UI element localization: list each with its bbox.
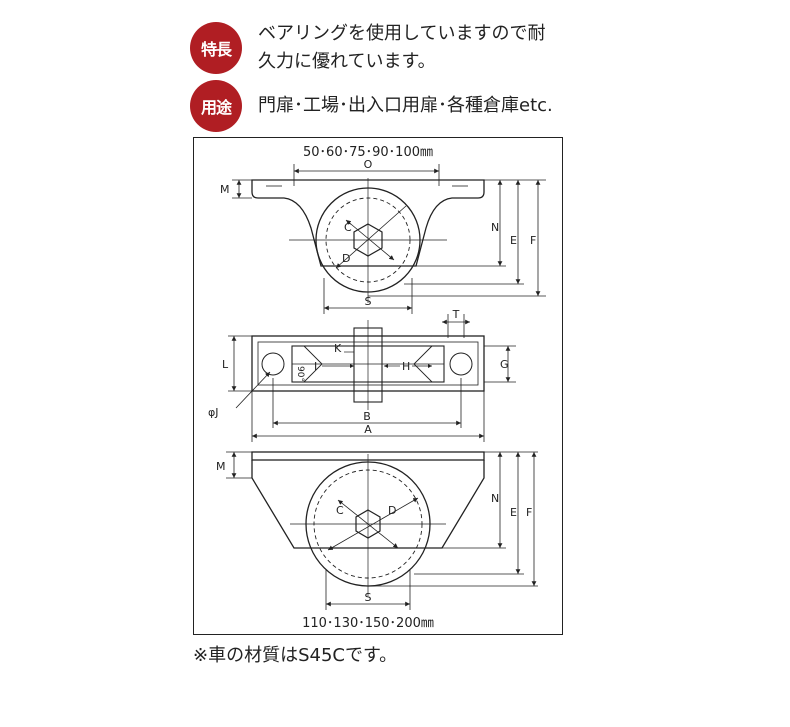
top-e-label: E [510,234,517,247]
plan-view: T L G K I [208,308,516,442]
plan-phi-j-label: φJ [208,406,219,419]
plan-t-label: T [452,308,460,321]
dim-o-label: O [364,158,373,171]
top-width-caption: 50･60･75･90･100㎜ [303,145,433,160]
plan-h-label: H [402,360,410,373]
bottom-m-label: M [216,460,226,473]
top-n-label: N [491,221,499,234]
usage-badge-label: 用途 [200,98,232,117]
usage-badge: 用途 [190,80,242,132]
technical-drawing: 50･60･75･90･100㎜ O C D [193,137,563,635]
plan-b-label: B [363,410,371,423]
usage-description: 門扉･工場･出入口用扉･各種倉庫etc. [258,95,553,116]
bottom-f-label: F [526,506,532,519]
plan-slot-right [449,352,473,376]
feature-description: ベアリングを使用していますので耐 久力に優れています。 [258,20,545,76]
feature-line-2: 久力に優れています。 [258,51,436,72]
bottom-view: C D M N E F S 110･130･150･200㎜ [216,451,538,631]
top-s-label: S [365,295,372,308]
bottom-c-label: C [336,504,344,517]
plan-k-label: K [334,342,342,355]
drawing-canvas: 50･60･75･90･100㎜ O C D [208,145,546,631]
plan-slot-left [261,352,285,376]
top-m-label: M [220,183,230,196]
plan-l-label: L [222,358,229,371]
bottom-width-caption: 110･130･150･200㎜ [302,616,434,631]
top-c-label: C [344,221,352,234]
feature-line-1: ベアリングを使用していますので耐 [258,23,546,44]
plan-i-label: I [314,360,317,373]
material-note: ※車の材質はS45Cです。 [193,645,398,666]
bottom-s-label: S [365,591,372,604]
top-f-label: F [530,234,536,247]
top-d-label: D [342,252,350,265]
plan-g-label: G [500,358,509,371]
plan-a-label: A [364,423,372,436]
top-view: 50･60･75･90･100㎜ O C D [220,145,546,314]
feature-badge: 特長 [190,22,242,74]
feature-badge-label: 特長 [200,40,232,59]
bottom-n-label: N [491,492,499,505]
bottom-d-label: D [388,504,396,517]
plan-angle-label: 90° [295,366,305,382]
bottom-e-label: E [510,506,517,519]
